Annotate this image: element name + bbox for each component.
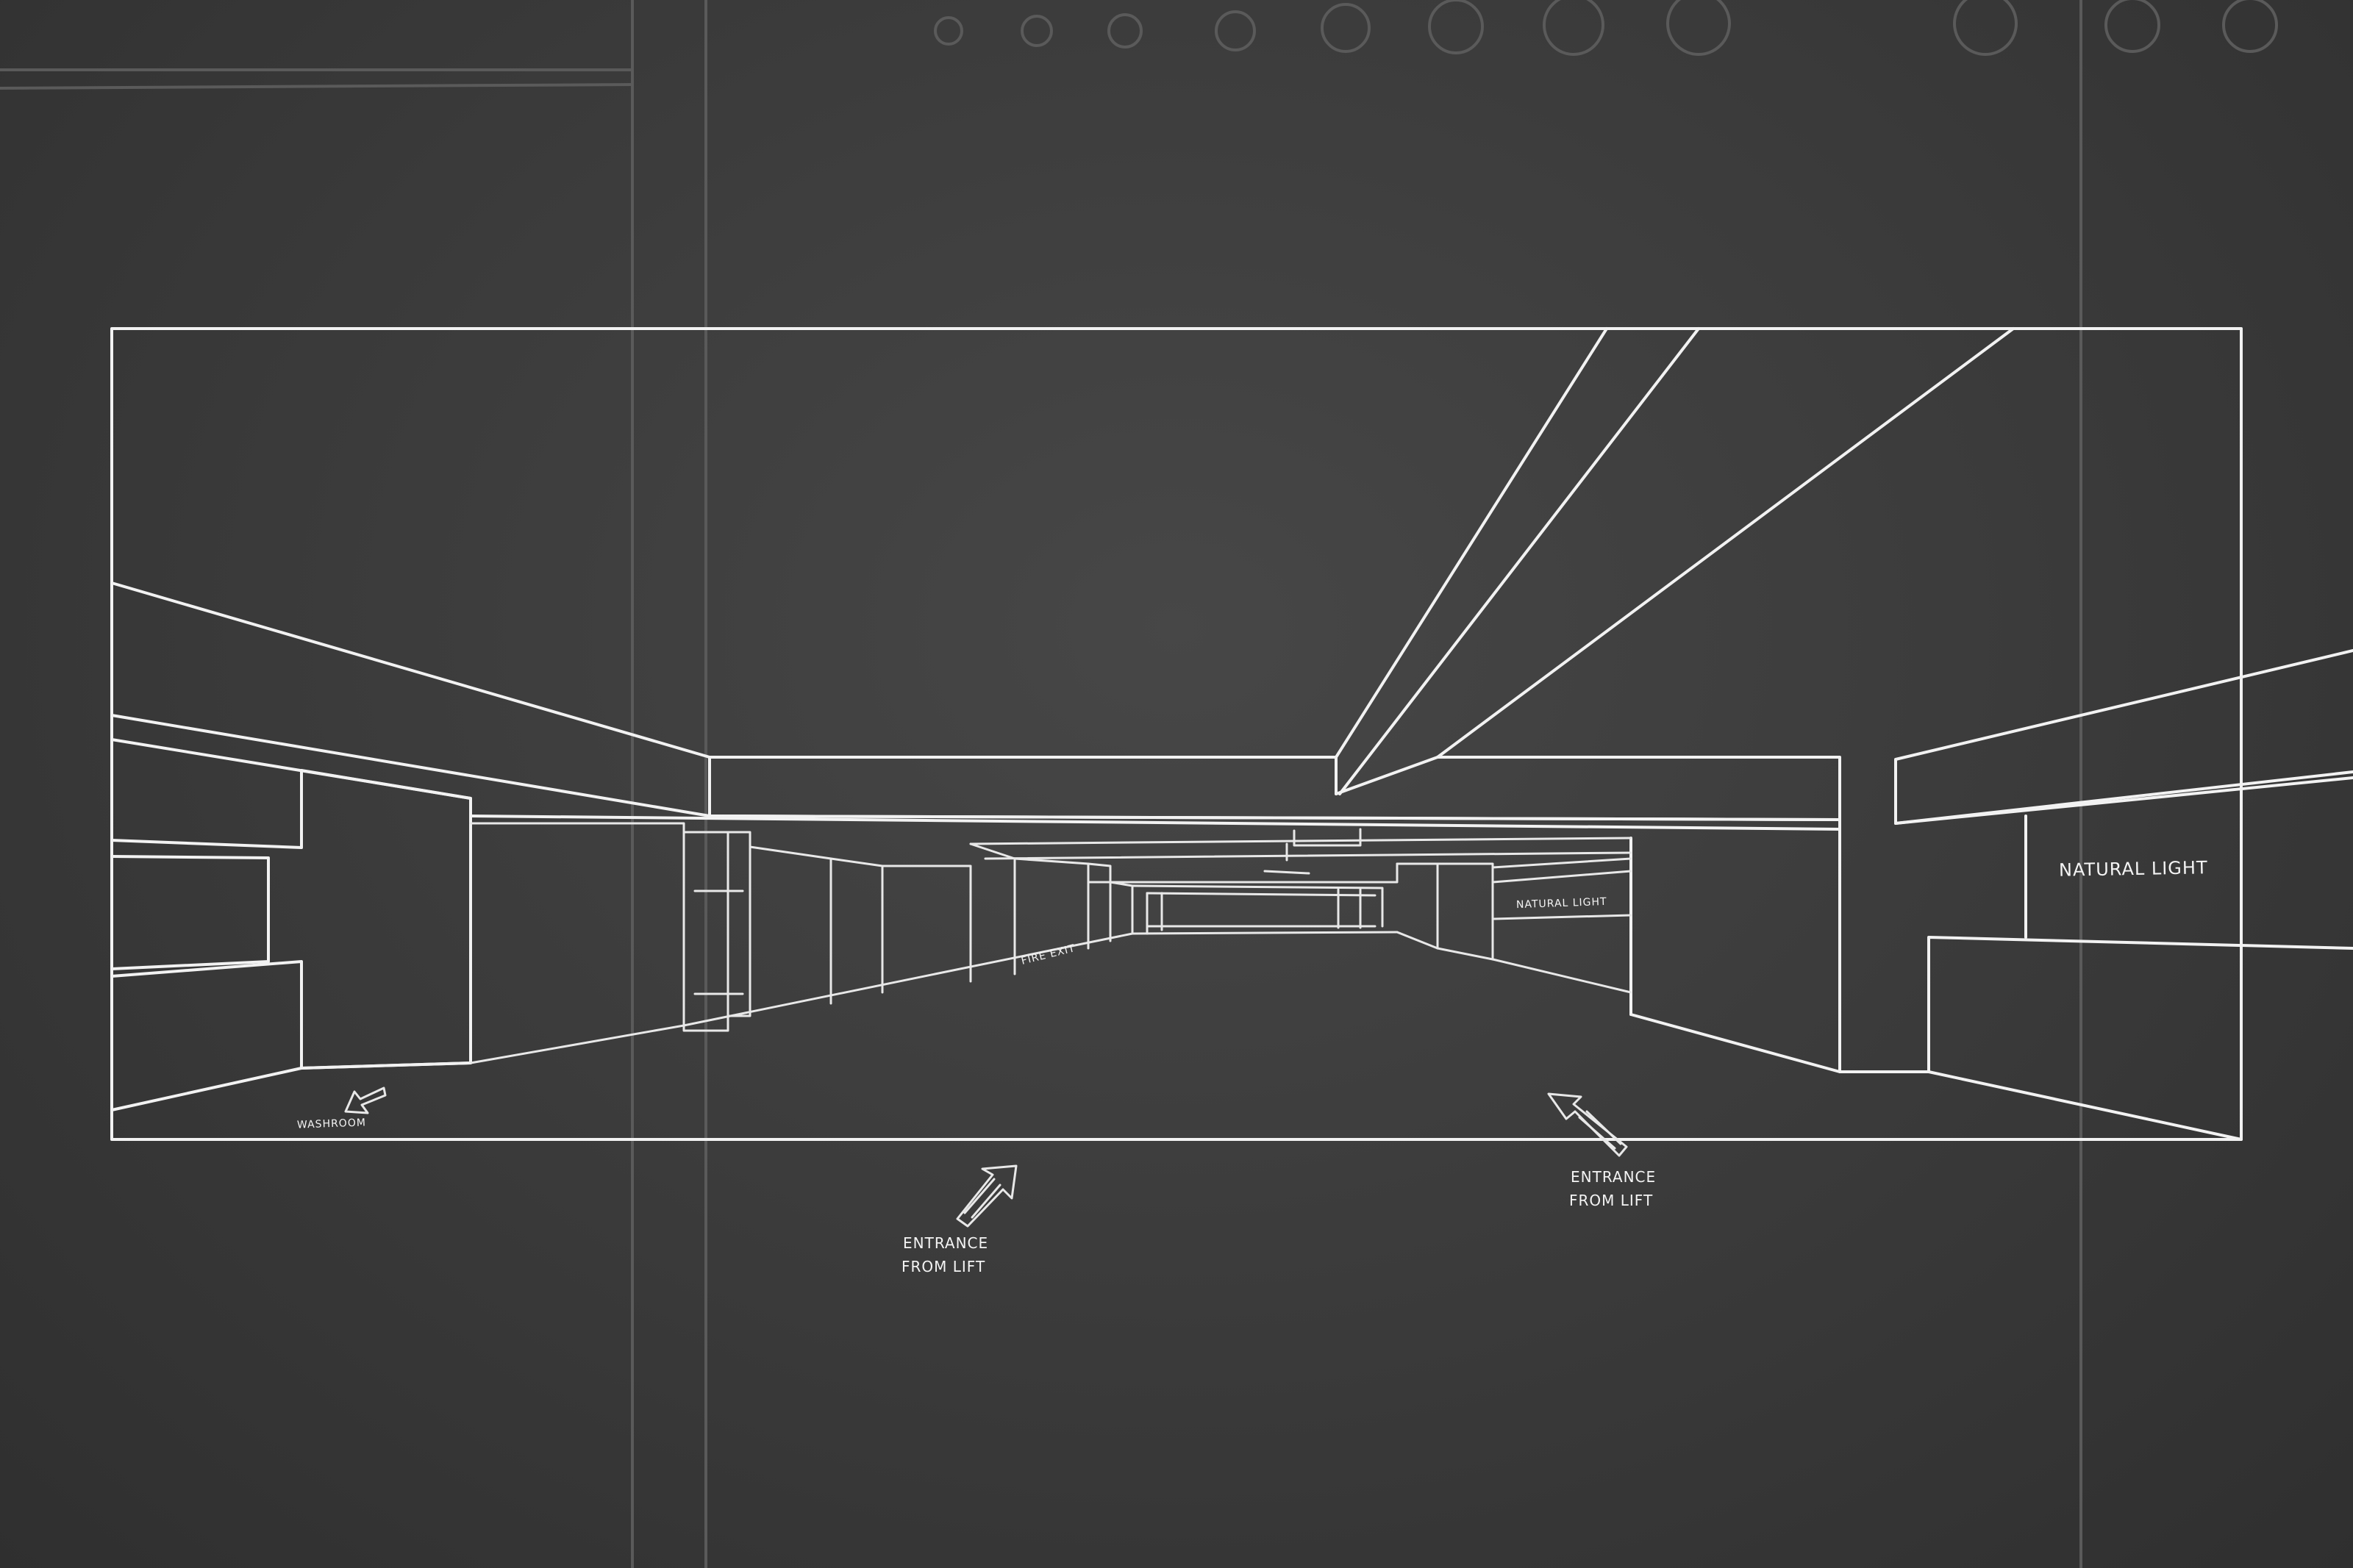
washroom-arrow-icon	[344, 1086, 387, 1114]
background-marks	[0, 0, 2278, 1568]
washroom-label: WASHROOM	[296, 1117, 367, 1131]
entrance-left-label-line2: FROM LIFT	[901, 1258, 986, 1275]
entrance-arrow-icon	[1547, 1092, 1628, 1157]
entrance-left-label-line1: ENTRANCE	[903, 1234, 989, 1252]
right-wall	[1629, 649, 2353, 1141]
entrance-arrow-icon	[956, 1164, 1018, 1228]
central-slab	[469, 756, 1841, 831]
entrance-right-label-line1: ENTRANCE	[1571, 1168, 1657, 1186]
left-wall	[110, 581, 711, 1111]
natural-light-right-label: NATURAL LIGHT	[2058, 857, 2208, 881]
entrance-right-label-line2: FROM LIFT	[1569, 1192, 1654, 1209]
drawing-frame	[110, 327, 2243, 1141]
corridor-end	[969, 828, 1632, 935]
right-corridor	[1396, 857, 1632, 994]
ceiling-beams	[1335, 327, 2015, 795]
left-corridor	[469, 822, 1134, 1064]
